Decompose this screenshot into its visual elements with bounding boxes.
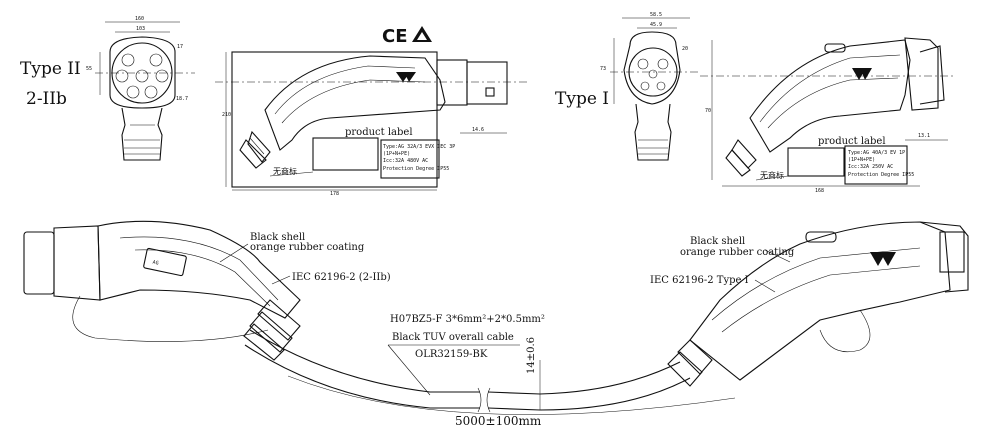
dim-inner: 103 [136, 26, 145, 32]
type1-section: Type I 58.5 45.9 73 20 70 168 [555, 12, 955, 194]
cable-assembly: AG [23, 220, 969, 428]
type2-sublabel: 2-IIb [26, 89, 67, 109]
dim-h2: 70 [705, 108, 711, 114]
dim-18: 18.7 [176, 96, 188, 102]
brand-logo-icon [852, 68, 872, 80]
right-coating-label: orange rubber coating [680, 247, 795, 258]
left-standard-label: IEC 62196-2 (2-IIb) [292, 272, 391, 283]
dim-len2: 168 [815, 188, 824, 194]
type2-front-view: 160 103 55 17 18.7 [86, 16, 195, 161]
brand-logo-icon [870, 252, 896, 266]
dim-13: 13.1 [918, 133, 930, 139]
cable-spec: H07BZ5-F 3*6mm²+2*0.5mm² [390, 314, 545, 325]
dim-20: 20 [682, 46, 688, 52]
right-shell-label: Black shell [690, 236, 745, 247]
type2-product-label-title: product label [345, 127, 413, 138]
type1-label-line-4: Protection Degree IP55 [848, 172, 914, 178]
type2-section: Type II 2-IIb 160 103 55 17 18.7 CE [20, 16, 530, 197]
cable-length: 5000±100mm [455, 414, 542, 428]
brand-logo-icon [396, 72, 416, 82]
dim-nozzle: 14.6 [472, 127, 484, 133]
type1-side-view: 70 168 13.1 product label [700, 37, 955, 194]
type2-side-view: 178 210 14.6 product label [215, 51, 530, 197]
left-brand-text: AG [152, 260, 159, 267]
left-shell-label: Black shell [250, 232, 305, 243]
right-connector [667, 221, 969, 387]
type2-label-line-3: Icc:32A 480V AC [383, 158, 428, 164]
dim-w1: 58.5 [650, 12, 662, 18]
type1-label-line-2: (1P+N+PE) [848, 157, 875, 163]
dim-width: 160 [135, 16, 144, 22]
ce-mark-icon: CE [382, 26, 408, 47]
type1-stamp: 无商标 [760, 170, 784, 180]
type2-stamp: 无商标 [273, 166, 297, 176]
dim-h1: 73 [600, 66, 606, 72]
left-connector: AG [23, 220, 301, 361]
type1-label-line-1: Type:AG 40A/3 EV 1P [848, 150, 905, 156]
dim-height: 55 [86, 66, 92, 72]
type1-label: Type I [555, 89, 609, 109]
left-coating-label: orange rubber coating [250, 242, 365, 253]
dim-w2: 45.9 [650, 22, 662, 28]
type2-label-line-2: (1P+N+PE) [383, 151, 410, 157]
dim-17: 17 [177, 44, 183, 50]
cable-description: Black TUV overall cable [392, 332, 514, 343]
right-standard-label: IEC 62196-2 Type I [650, 275, 749, 286]
type2-label-line-4: Protection Degree IP55 [383, 166, 449, 172]
dim-side-height: 210 [222, 112, 231, 118]
dim-length: 178 [330, 191, 339, 197]
cable-code: OLR32159-BK [415, 349, 488, 360]
type1-label-line-3: Icc:32A 250V AC [848, 164, 893, 170]
type2-label: Type II [20, 59, 81, 79]
type1-product-label-title: product label [818, 136, 886, 147]
type1-front-view: 58.5 45.9 73 20 [600, 12, 700, 161]
type2-label-line-1: Type:AG 32A/3 EVX IEC 3P [383, 144, 455, 150]
cable-diameter: 14±0.6 [526, 337, 537, 374]
